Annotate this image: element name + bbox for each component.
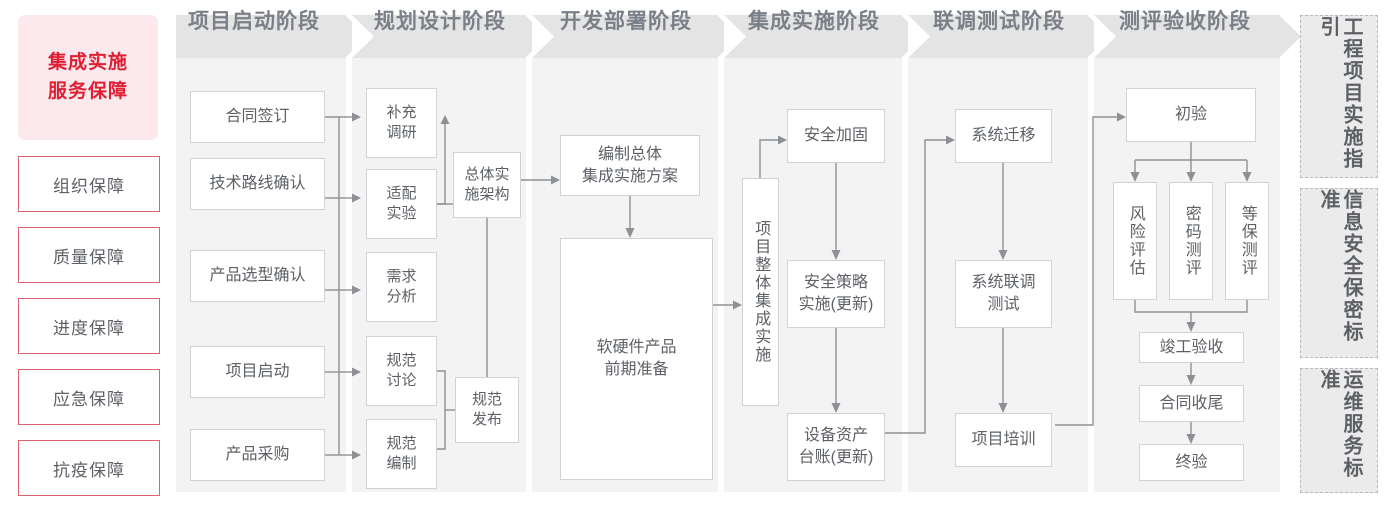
node-spec-discussion[interactable]: 规范 讨论 xyxy=(366,336,437,406)
sidebar-item-schedule[interactable]: 进度保障 xyxy=(18,298,160,354)
sidebar-item-emergency[interactable]: 应急保障 xyxy=(18,369,160,425)
node-product-procurement[interactable]: 产品采购 xyxy=(190,429,325,481)
node-spec-drafting[interactable]: 规范 编制 xyxy=(366,419,437,489)
chevron-notch-4 xyxy=(724,15,746,58)
node-overall-arch-line1: 总体实 xyxy=(464,165,510,183)
stage-title-2: 规划设计阶段 xyxy=(374,10,506,33)
node-security-policy-implementation[interactable]: 安全策略 实施(更新) xyxy=(787,260,885,328)
node-system-migration[interactable]: 系统迁移 xyxy=(955,109,1052,163)
chevron-notch-6 xyxy=(1094,15,1116,58)
right-sidebar-item-infosec-standard[interactable]: 信息安全保密标准 xyxy=(1300,188,1378,358)
node-overall-plan-line1: 编制总体 xyxy=(597,145,662,163)
node-security-hardening[interactable]: 安全加固 xyxy=(787,109,885,163)
node-risk-assessment[interactable]: 风险评估 xyxy=(1113,182,1157,300)
node-overall-integration-plan[interactable]: 编制总体 集成实施方案 xyxy=(560,135,700,196)
node-spec-release[interactable]: 规范 发布 xyxy=(455,377,519,443)
node-joint-test-line2: 测试 xyxy=(987,296,1020,313)
node-overall-plan-line2: 集成实施方案 xyxy=(581,167,678,185)
node-preliminary-acceptance[interactable]: 初验 xyxy=(1126,88,1256,142)
stage-header-3[interactable] xyxy=(532,15,739,58)
chevron-notch-5 xyxy=(908,15,930,58)
node-asset-ledger-line2: 台账(更新) xyxy=(798,449,874,466)
node-hardware-software-preparation[interactable]: 软硬件产品 前期准备 xyxy=(560,238,713,480)
node-supplementary-research-line2: 调研 xyxy=(386,124,417,141)
node-project-kickoff[interactable]: 项目启动 xyxy=(190,346,325,398)
node-contract-closure[interactable]: 合同收尾 xyxy=(1139,385,1244,422)
left-sidebar-title-line1: 集成实施 xyxy=(47,52,128,73)
stage-title-5: 联调测试阶段 xyxy=(933,10,1065,33)
sidebar-item-quality[interactable]: 质量保障 xyxy=(18,227,160,283)
node-overall-arch-line2: 施架构 xyxy=(464,186,510,203)
left-sidebar-title-line2: 服务保障 xyxy=(47,80,128,102)
chevron-notch-3 xyxy=(532,15,554,58)
node-requirement-analysis-line2: 分析 xyxy=(386,288,417,305)
stage-title-6: 测评验收阶段 xyxy=(1119,10,1251,33)
node-spec-discussion-line2: 讨论 xyxy=(386,372,417,389)
node-security-policy-line2: 实施(更新) xyxy=(798,296,874,313)
node-tech-route-confirm[interactable]: 技术路线确认 xyxy=(190,158,325,210)
node-contract-signing[interactable]: 合同签订 xyxy=(190,91,325,143)
node-completion-acceptance[interactable]: 竣工验收 xyxy=(1139,332,1244,363)
node-mlps-evaluation[interactable]: 等保测评 xyxy=(1225,182,1269,300)
node-adaptation-experiment-line1: 适配 xyxy=(386,184,417,202)
node-hw-sw-prep-line1: 软硬件产品 xyxy=(596,339,677,357)
node-adaptation-experiment-line2: 实验 xyxy=(386,205,417,222)
stage-title-1: 项目启动阶段 xyxy=(188,10,320,33)
sidebar-item-organization[interactable]: 组织保障 xyxy=(18,156,160,212)
node-overall-project-integration[interactable]: 项目整体集成实施 xyxy=(742,178,779,406)
node-product-selection[interactable]: 产品选型确认 xyxy=(190,250,325,302)
stage-title-4: 集成实施阶段 xyxy=(748,10,880,33)
node-project-training[interactable]: 项目培训 xyxy=(955,413,1052,467)
right-sidebar-label-3: 运维服务标准 xyxy=(1317,369,1362,479)
node-supplementary-research-line1: 补充 xyxy=(386,103,417,121)
right-sidebar-item-project-guideline[interactable]: 工程项目实施指引 xyxy=(1300,15,1378,178)
node-equipment-asset-ledger[interactable]: 设备资产 台账(更新) xyxy=(787,413,885,481)
node-security-policy-line1: 安全策略 xyxy=(803,274,868,292)
node-spec-release-line2: 发布 xyxy=(471,411,502,428)
chevron-notch-2 xyxy=(352,15,374,58)
left-sidebar-title: 集成实施 服务保障 xyxy=(18,15,158,140)
stage-title-3: 开发部署阶段 xyxy=(560,10,692,33)
right-sidebar-label-1: 工程项目实施指引 xyxy=(1317,16,1362,170)
node-spec-release-line1: 规范 xyxy=(471,390,502,408)
node-spec-drafting-line1: 规范 xyxy=(386,434,417,452)
node-requirement-analysis[interactable]: 需求 分析 xyxy=(366,252,437,322)
node-spec-discussion-line1: 规范 xyxy=(386,351,417,369)
node-crypto-evaluation[interactable]: 密码测评 xyxy=(1169,182,1213,300)
node-final-acceptance[interactable]: 终验 xyxy=(1139,444,1244,481)
node-hw-sw-prep-line2: 前期准备 xyxy=(604,361,669,378)
node-supplementary-research[interactable]: 补充 调研 xyxy=(366,88,437,158)
sidebar-item-epidemic[interactable]: 抗疫保障 xyxy=(18,440,160,496)
node-overall-implementation-architecture[interactable]: 总体实 施架构 xyxy=(453,152,521,218)
node-asset-ledger-line1: 设备资产 xyxy=(803,427,868,445)
node-system-joint-debug-test[interactable]: 系统联调 测试 xyxy=(955,260,1052,328)
right-sidebar-label-2: 信息安全保密标准 xyxy=(1317,189,1362,343)
stage-header-5[interactable] xyxy=(908,15,1109,58)
node-adaptation-experiment[interactable]: 适配 实验 xyxy=(366,169,437,239)
node-spec-drafting-line2: 编制 xyxy=(386,455,417,472)
right-sidebar-item-ops-standard[interactable]: 运维服务标准 xyxy=(1300,368,1378,493)
node-joint-test-line1: 系统联调 xyxy=(971,274,1036,292)
node-requirement-analysis-line1: 需求 xyxy=(386,267,417,285)
